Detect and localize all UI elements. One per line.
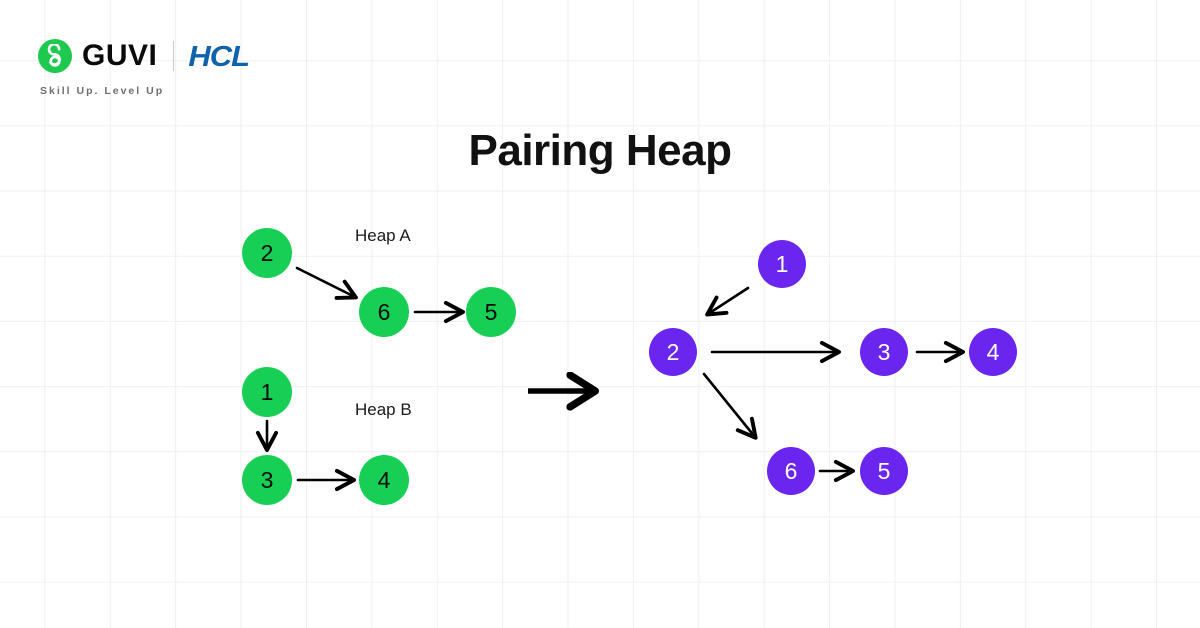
- guvi-g-mark-icon: [38, 39, 72, 73]
- guvi-wordmark: GUVI: [82, 39, 158, 72]
- page-title: Pairing Heap: [468, 126, 732, 175]
- heap-a-label: Heap A: [355, 226, 411, 245]
- edge-m-2-to-m-6: [702, 372, 758, 440]
- brand-lockup: GUVI HCL Skill Up. Level Up: [38, 34, 250, 97]
- node-value: 5: [877, 457, 891, 484]
- node-value: 5: [484, 298, 498, 325]
- node-value: 4: [986, 338, 1000, 365]
- node-b-3: 3: [242, 455, 292, 505]
- heap-b-label: Heap B: [355, 400, 412, 419]
- node-m-5: 5: [860, 447, 908, 495]
- node-value: 1: [260, 378, 274, 405]
- node-m-6: 6: [767, 447, 815, 495]
- node-value: 4: [377, 466, 391, 493]
- brand-row: GUVI HCL: [38, 34, 250, 78]
- node-a-6: 6: [359, 287, 409, 337]
- node-value: 2: [260, 239, 274, 266]
- node-b-4: 4: [359, 455, 409, 505]
- node-m-3: 3: [860, 328, 908, 376]
- node-m-1: 1: [758, 240, 806, 288]
- node-value: 3: [260, 466, 274, 493]
- node-value: 3: [877, 338, 891, 365]
- edge-m-1-to-m-2: [705, 286, 750, 317]
- hcl-wordmark: HCL: [188, 39, 250, 73]
- node-value: 1: [775, 250, 789, 277]
- node-b-1: 1: [242, 367, 292, 417]
- node-a-5: 5: [466, 287, 516, 337]
- brand-divider: [173, 41, 175, 71]
- node-value: 6: [377, 298, 391, 325]
- node-value: 2: [666, 338, 680, 365]
- node-value: 6: [784, 457, 798, 484]
- node-m-2: 2: [649, 328, 697, 376]
- node-a-2: 2: [242, 228, 292, 278]
- node-m-4: 4: [969, 328, 1017, 376]
- edge-a-2-to-a-6: [295, 266, 358, 300]
- brand-tagline: Skill Up. Level Up: [40, 85, 165, 97]
